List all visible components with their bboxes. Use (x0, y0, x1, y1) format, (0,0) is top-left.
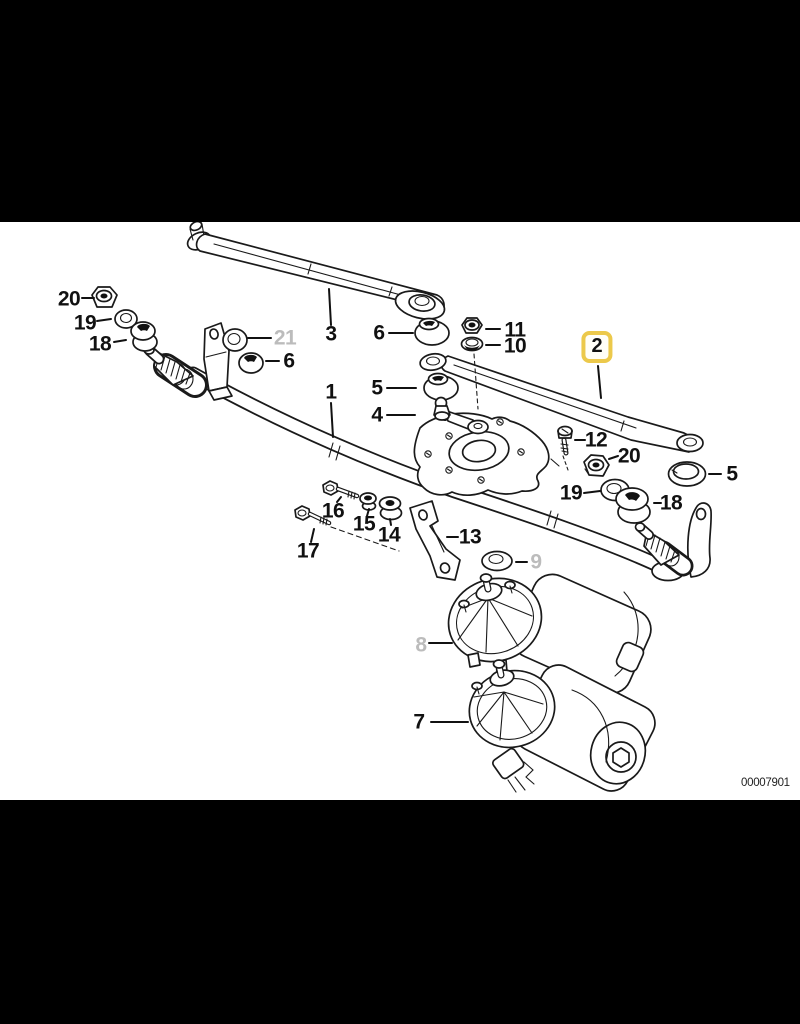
callout-13: 13 (458, 525, 482, 549)
callout-17: 17 (296, 539, 320, 563)
part-8-wiper-motor (447, 573, 652, 695)
callout-16: 16 (321, 499, 345, 523)
left-pivot-hardware (91, 286, 158, 352)
part-7-wiper-motor (468, 659, 656, 793)
callout-20-left: 20 (57, 287, 81, 311)
part-2-push-rod (419, 352, 704, 453)
callout-21: 21 (273, 326, 297, 350)
mounting-plate (413, 402, 550, 496)
crank-joint-stack (414, 317, 484, 421)
washer-21-and-cup-6 (222, 328, 264, 374)
callout-6-left: 6 (283, 349, 295, 373)
wiper-linkage-line-art (81, 222, 722, 793)
part-3-drive-rod (186, 222, 446, 320)
letterbox-top (0, 0, 800, 222)
callout-18-right: 18 (659, 491, 683, 515)
callout-11: 11 (504, 318, 526, 342)
callout-7: 7 (413, 710, 425, 734)
right-pivot-hardware (550, 425, 707, 524)
diagram-number: 00007901 (741, 777, 790, 789)
callout-15: 15 (352, 512, 376, 536)
part-9-grommet (481, 550, 513, 572)
callout-9: 9 (530, 550, 542, 574)
callout-1: 1 (325, 380, 337, 404)
callout-8: 8 (415, 633, 427, 657)
callout-2-highlighted: 2 (581, 331, 613, 363)
callout-20-right: 20 (617, 444, 641, 468)
leader-lines (81, 288, 722, 723)
callout-18-left: 18 (88, 332, 112, 356)
letterbox-bottom (0, 800, 800, 1024)
callout-4: 4 (371, 403, 383, 427)
callout-19-right: 19 (559, 481, 583, 505)
callout-19-left: 19 (73, 311, 97, 335)
callout-12: 12 (584, 428, 608, 452)
right-pivot-assembly (634, 502, 713, 582)
callout-14: 14 (377, 523, 401, 547)
fastener-group (294, 480, 403, 552)
callout-3: 3 (325, 322, 337, 346)
callout-5-center: 5 (371, 376, 383, 400)
callout-2-number: 2 (591, 335, 603, 357)
callout-10: 10 (503, 334, 527, 358)
callout-5-right: 5 (726, 462, 738, 486)
callout-6-center: 6 (373, 321, 385, 345)
part-13-bracket (409, 500, 461, 581)
